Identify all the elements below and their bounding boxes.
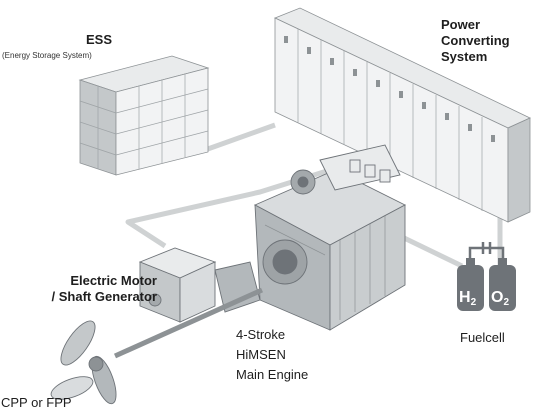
pcs-label-line2: Converting xyxy=(441,33,510,48)
engine-icon xyxy=(253,144,406,331)
pcs-label-line3: System xyxy=(441,49,488,64)
engine-label-line3: Main Engine xyxy=(236,367,309,382)
converter-cabinet-icon xyxy=(273,7,531,223)
motor-label-line2: / Shaft Generator xyxy=(51,289,157,304)
ess-subtitle: (Energy Storage System) xyxy=(2,51,92,60)
ess-title: ESS xyxy=(86,32,113,47)
engine-label-line1: 4-Stroke xyxy=(236,327,286,342)
engine-label-line2: HiMSEN xyxy=(236,347,286,362)
o2-label: O2 xyxy=(491,289,509,308)
oxygen-tank-icon xyxy=(489,258,516,311)
motor-icon xyxy=(138,247,261,323)
fuelcell-icon: H2 O2 xyxy=(457,242,516,311)
pcs-label-line1: Power xyxy=(441,17,481,32)
fuelcell-label: Fuelcell xyxy=(460,330,505,345)
hydrogen-tank-icon xyxy=(457,258,484,311)
line-engine-to-fuelcell xyxy=(398,233,464,269)
propeller-label: CPP or FPP xyxy=(1,395,72,410)
h2-label: H2 xyxy=(459,289,477,308)
propeller-icon xyxy=(50,320,117,405)
shaft xyxy=(113,287,264,359)
motor-label-line1: Electric Motor xyxy=(70,273,157,288)
battery-rack-icon xyxy=(78,55,210,176)
